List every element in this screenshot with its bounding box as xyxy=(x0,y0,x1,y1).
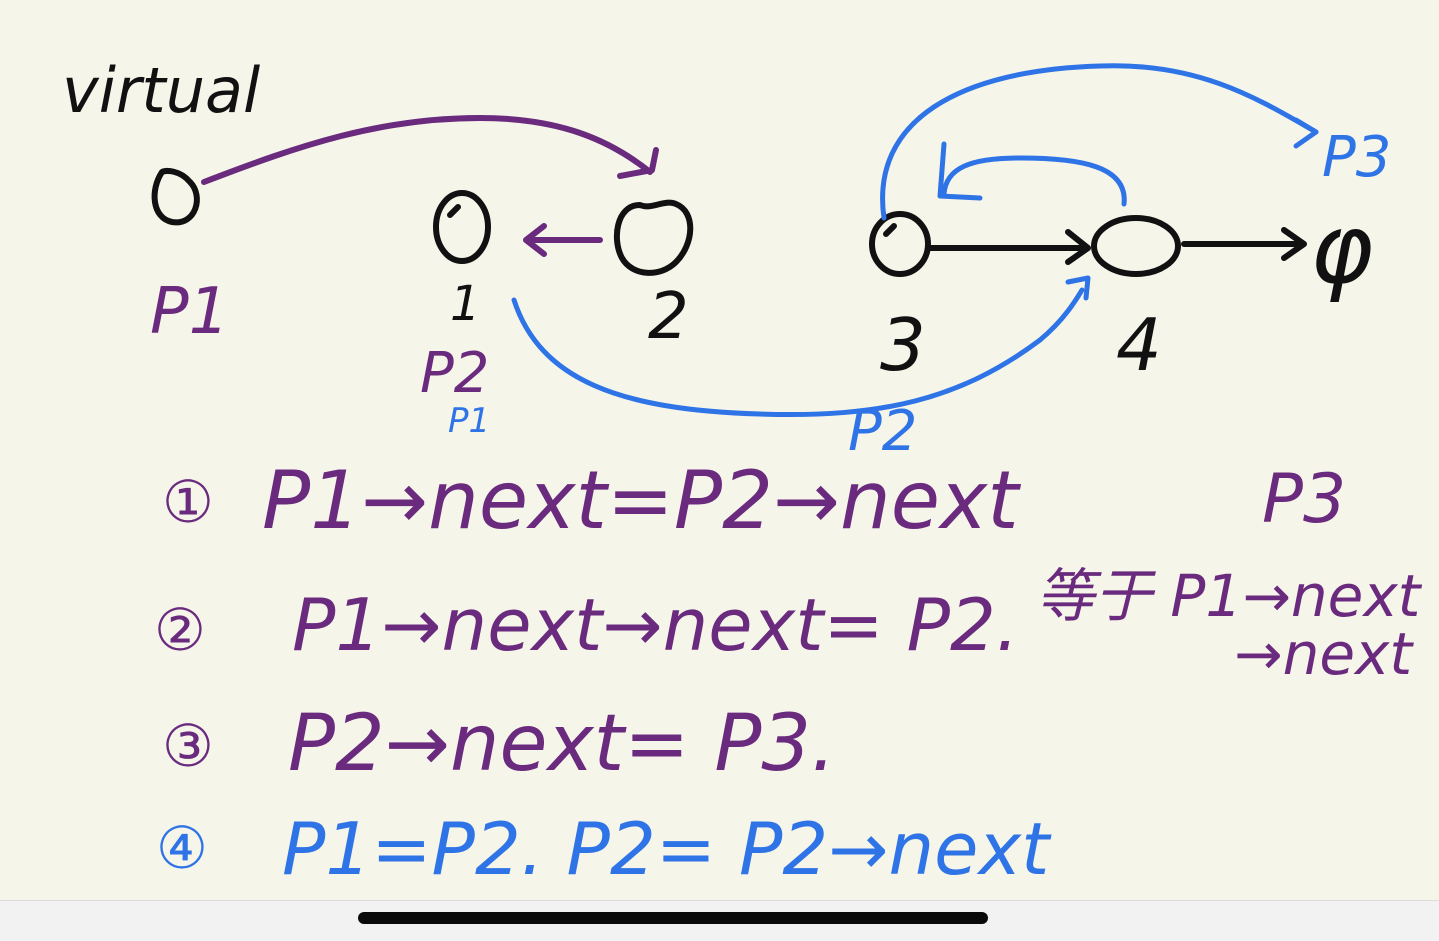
arc-p3-arrowhead xyxy=(1293,117,1319,149)
side-note-line2: →next xyxy=(1234,620,1414,688)
step-4-text: P1=P2. P2= P2→next xyxy=(282,807,1052,891)
node-3-label: 3 xyxy=(880,303,926,387)
node-3 xyxy=(869,211,931,277)
node-4-label: 4 xyxy=(1116,303,1162,387)
whiteboard-canvas: virtual P1 1 2 P2 P1 3 4 φ xyxy=(62,54,1423,891)
arrow-node2-to-node1 xyxy=(523,223,603,257)
node-3-mark xyxy=(883,223,897,237)
arc-lower-arrowhead xyxy=(1065,275,1091,301)
step-2: ② P1→next→next= P2. xyxy=(154,583,1019,667)
step-2-text: P1→next→next= P2. xyxy=(292,583,1019,667)
p3-right-label: P3 xyxy=(1262,460,1346,539)
p1-label: P1 xyxy=(150,275,229,349)
null-symbol: φ xyxy=(1310,193,1373,305)
arc-node1-to-node4 xyxy=(511,287,1085,417)
step-1-number: ① xyxy=(162,468,214,536)
virtual-label: virtual xyxy=(62,54,260,127)
arc-node3-to-p3 xyxy=(880,63,1319,221)
node-1-mark xyxy=(447,204,461,218)
arc-arrowhead xyxy=(617,147,659,179)
step-2-number: ② xyxy=(154,596,206,664)
step-4: ④ P1=P2. P2= P2→next xyxy=(156,807,1052,891)
arc-node4-to-node3 xyxy=(941,155,1127,207)
node-1 xyxy=(433,190,491,264)
p3-top-label: P3 xyxy=(1322,125,1391,190)
step-1-text: P1→next=P2→next xyxy=(262,454,1021,547)
arrow-node4-to-null xyxy=(1181,227,1307,261)
diagram-svg: virtual P1 1 2 P2 P1 3 4 φ xyxy=(62,54,1423,891)
node-2 xyxy=(613,199,694,276)
node-1-label: 1 xyxy=(450,276,481,332)
virtual-node xyxy=(151,168,200,226)
p2-under-node1: P2 xyxy=(420,341,489,406)
side-note-line1: 等于 P1→next xyxy=(1036,562,1423,630)
arc-virtual-to-node2 xyxy=(201,115,653,185)
p1-small-under-node1: P1 xyxy=(448,401,490,441)
step-3-number: ③ xyxy=(162,712,214,780)
arrow-node3-to-node4 xyxy=(927,229,1091,265)
node-4 xyxy=(1091,215,1181,277)
arc-inner-arrowhead xyxy=(937,141,983,201)
step-4-number: ④ xyxy=(156,814,208,882)
step-3-text: P2→next= P3. xyxy=(288,699,836,789)
home-indicator[interactable] xyxy=(358,912,988,924)
node-2-label: 2 xyxy=(648,280,689,354)
step-1: ① P1→next=P2→next xyxy=(162,454,1021,547)
step-3: ③ P2→next= P3. xyxy=(162,699,836,789)
p2-on-arc: P2 xyxy=(848,399,917,464)
